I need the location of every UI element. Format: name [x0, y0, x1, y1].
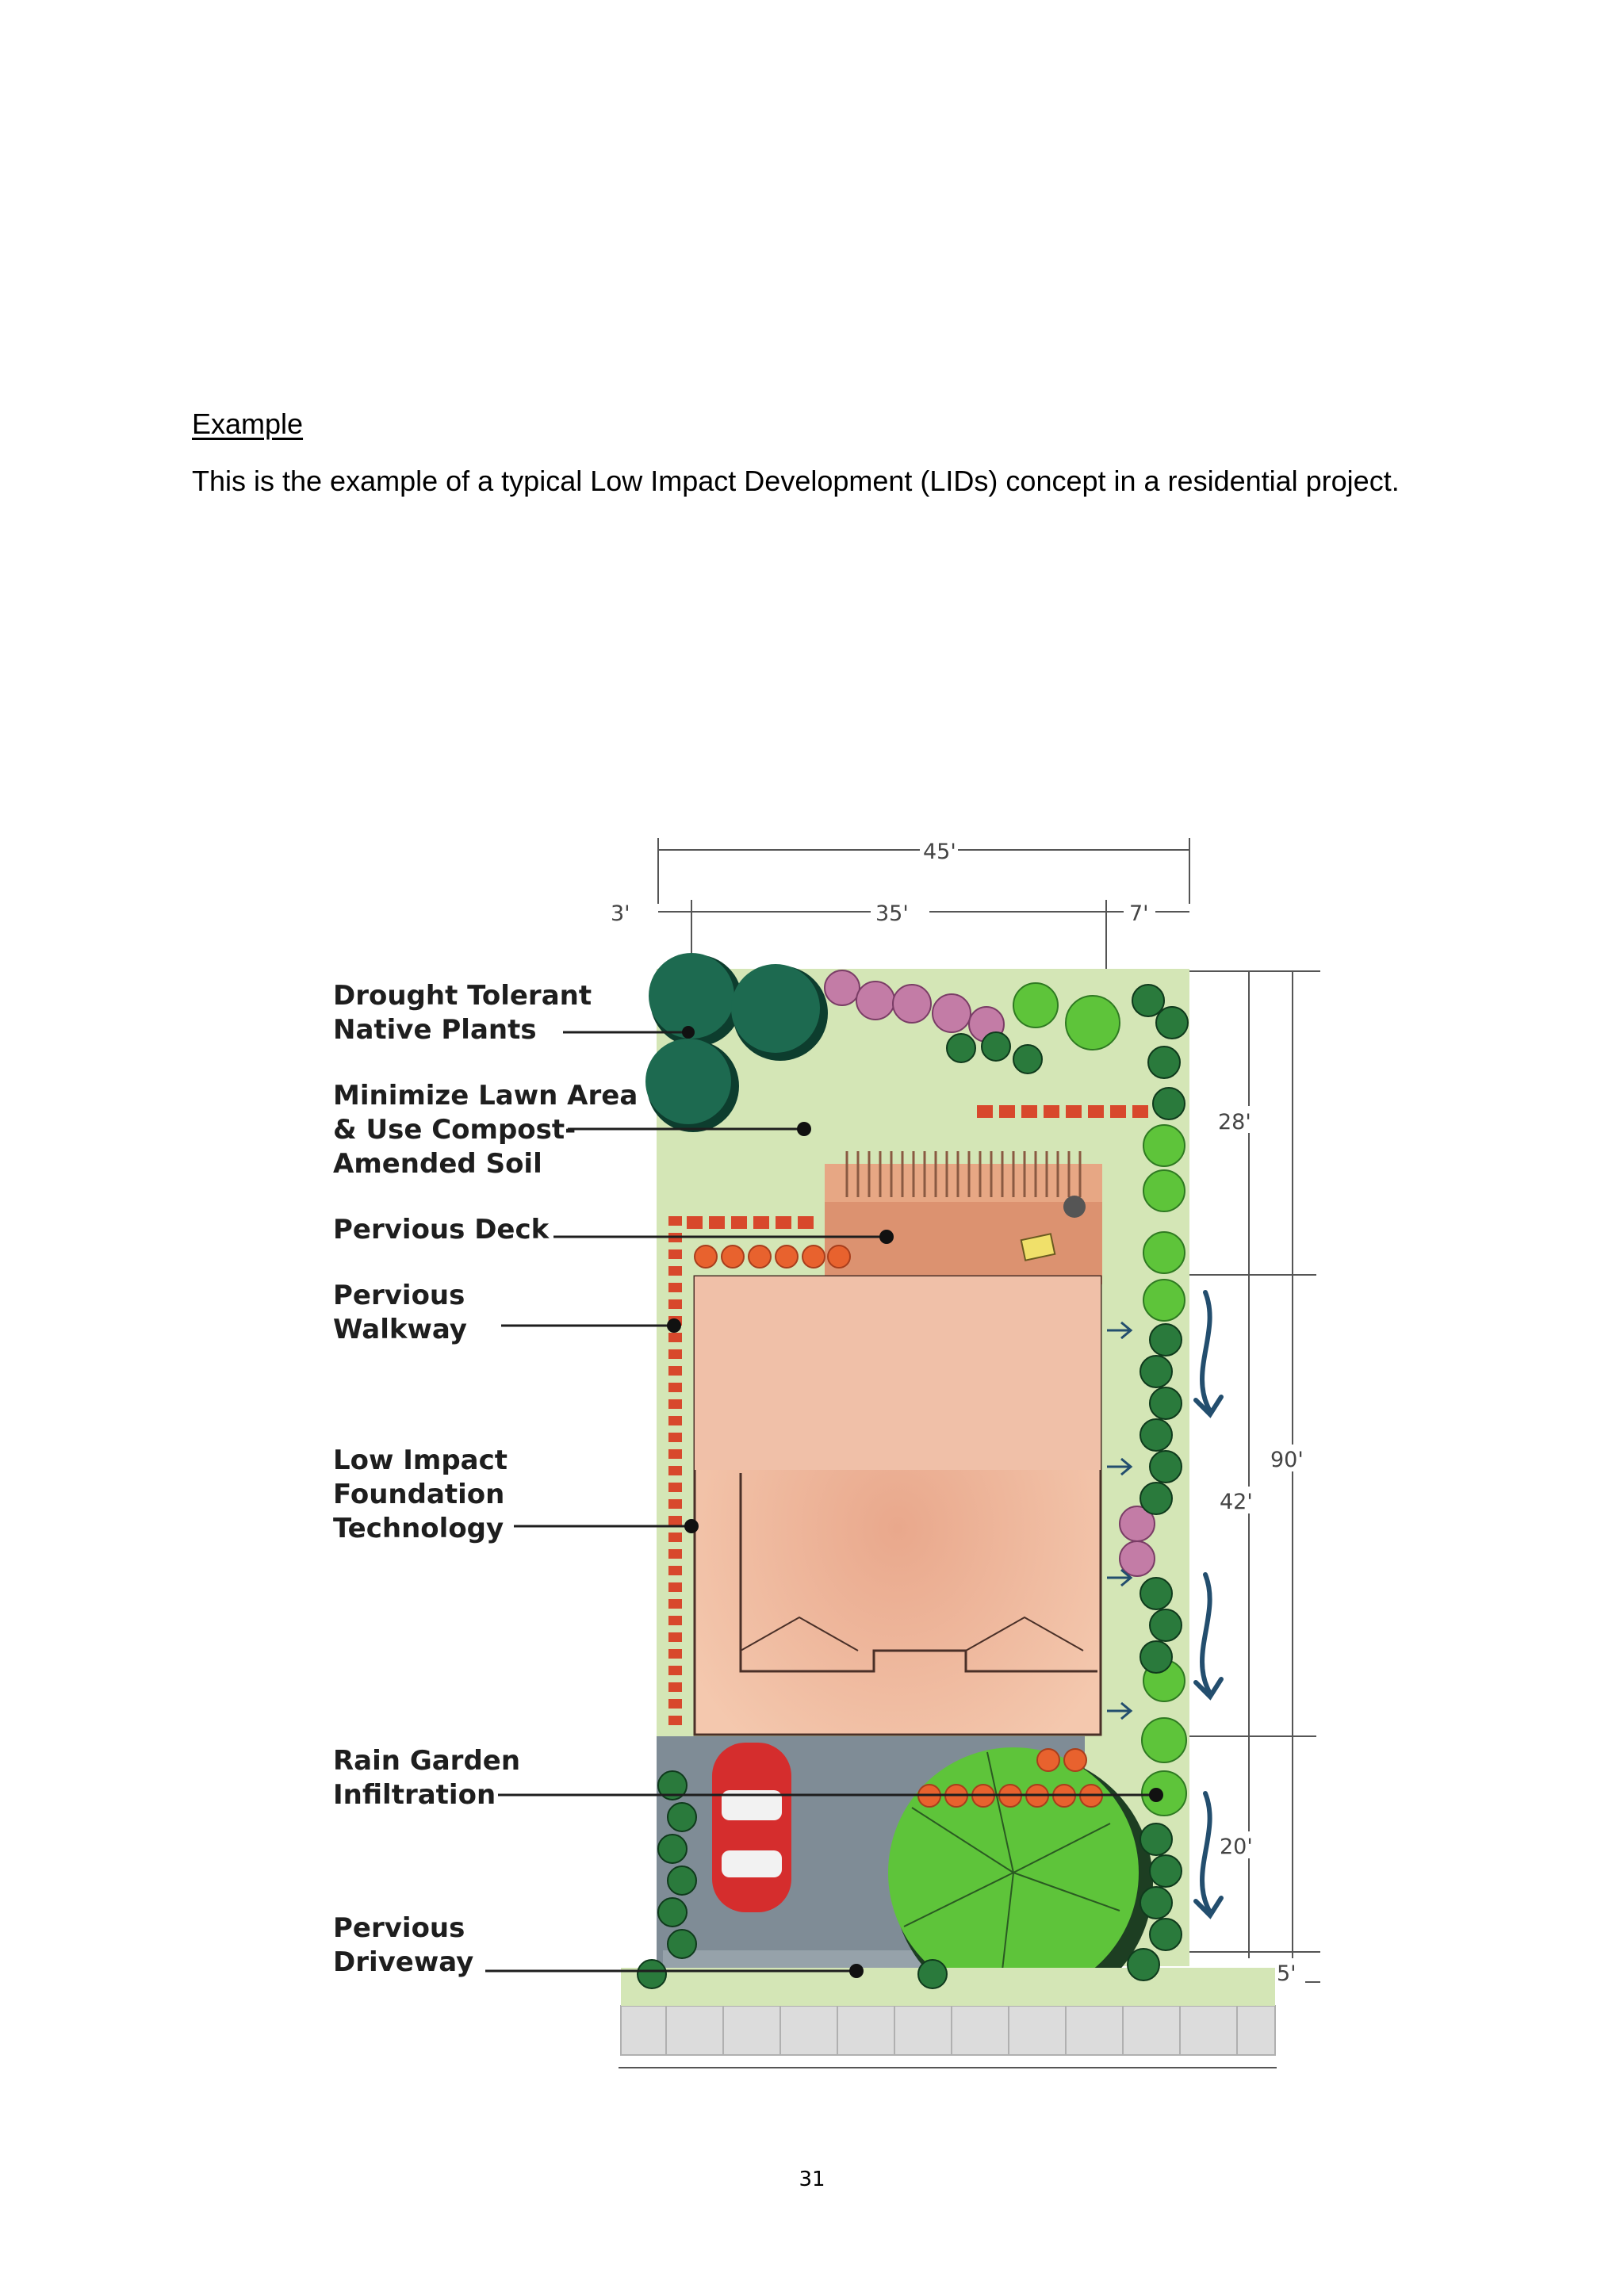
deck-planters: [694, 1245, 851, 1269]
runoff-flow-arrows: [1193, 1290, 1224, 1919]
callout-deck: Pervious Deck: [333, 1214, 550, 1246]
sidewalk: [620, 1968, 1276, 2056]
dim-depth-total: 90': [1270, 1448, 1304, 1472]
page-number: 31: [799, 2168, 825, 2191]
dim-depth-house: 42': [1220, 1490, 1253, 1514]
callout-foundation-line2: Foundation: [333, 1479, 504, 1510]
callout-leader-lines: [485, 1031, 1156, 1973]
side-inflow-arrows: [1107, 1321, 1133, 1720]
callout-lawn-line2: & Use Compost-: [333, 1114, 576, 1146]
dim-side-right: 7': [1129, 901, 1149, 926]
dim-depth-back: 28': [1218, 1110, 1251, 1135]
callout-plants-line2: Native Plants: [333, 1014, 537, 1046]
callout-walkway-line2: Walkway: [333, 1314, 467, 1345]
dim-depth-front: 20': [1220, 1835, 1253, 1859]
callout-driveway-line1: Pervious: [333, 1912, 465, 1944]
house-garage-outline: [739, 1473, 1097, 1673]
dark-native-trees: [645, 953, 828, 1132]
callout-walkway-line1: Pervious: [333, 1280, 465, 1311]
grill: [1063, 1196, 1086, 1218]
callout-lawn-line1: Minimize Lawn Area: [333, 1080, 638, 1112]
dim-side-left: 3': [611, 901, 630, 926]
callout-rain-garden-line1: Rain Garden: [333, 1745, 520, 1777]
intro-paragraph: This is the example of a typical Low Imp…: [192, 465, 1400, 497]
dim-depth-sidewalk: 5': [1277, 1961, 1297, 1986]
callout-rain-garden-line2: Infiltration: [333, 1779, 496, 1811]
deck-chair: [1020, 1233, 1056, 1261]
pervious-walkway: [668, 1105, 1148, 1725]
rain-garden: [888, 1747, 1153, 2013]
callout-driveway-line2: Driveway: [333, 1946, 473, 1978]
pink-shrubs: [824, 970, 1155, 1577]
callout-foundation-line1: Low Impact: [333, 1445, 508, 1476]
callout-foundation-line3: Technology: [333, 1513, 504, 1544]
deck-railing: [845, 1151, 1082, 1197]
callout-lawn-line3: Amended Soil: [333, 1148, 542, 1180]
dark-shrubs: [637, 984, 1189, 1989]
callout-plants-line1: Drought Tolerant: [333, 980, 592, 1012]
dimension-lines: [619, 838, 1320, 2068]
dim-middle: 35': [875, 901, 909, 926]
bright-green-shrubs: [1013, 982, 1187, 1816]
dim-overall-width: 45': [923, 840, 956, 864]
section-heading: Example: [192, 408, 304, 440]
callout-anchor-dots: [667, 1026, 1163, 1978]
car: [712, 1743, 791, 1912]
